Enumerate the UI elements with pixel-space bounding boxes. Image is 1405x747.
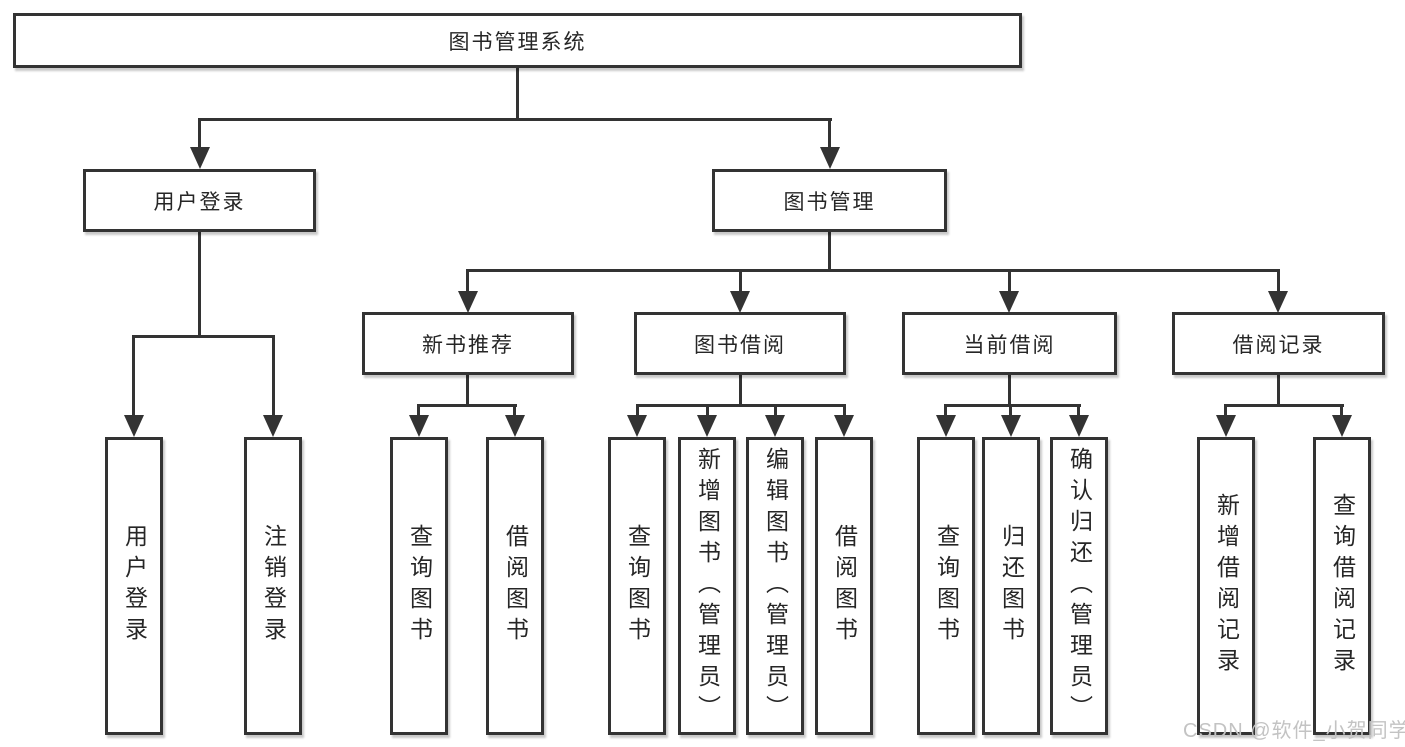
leaf-bb-borrow-books: 借阅图书	[815, 437, 873, 735]
connector-root-to-user-login	[198, 118, 201, 150]
connector-user-login-stem	[198, 232, 201, 338]
connector-to-leaf-bb-query	[636, 404, 639, 417]
arrowhead-leaf-logout	[263, 415, 283, 437]
connector-to-leaf-nb-borrow	[513, 404, 516, 417]
arrowhead-leaf-nb-borrow	[505, 415, 525, 437]
connector-to-leaf-bb-add	[706, 404, 709, 417]
leaf-cb-confirm-return-admin-label: 确认归还（管理员）	[1066, 446, 1093, 726]
leaf-logout-login: 注销登录	[244, 437, 302, 735]
node-book-borrowing-label: 图书借阅	[694, 333, 786, 357]
leaf-nb-borrow-books-label: 借阅图书	[502, 524, 529, 648]
node-book-management: 图书管理	[712, 169, 947, 232]
connector-book-management-bar	[466, 269, 1280, 272]
leaf-cb-confirm-return-admin: 确认归还（管理员）	[1050, 437, 1108, 735]
leaf-cb-query-books: 查询图书	[917, 437, 975, 735]
arrowhead-leaf-br-query	[1332, 415, 1352, 437]
node-current-borrowing-label: 当前借阅	[963, 333, 1056, 357]
connector-to-leaf-cb-return	[1009, 404, 1012, 417]
arrowhead-new-book	[458, 291, 478, 313]
leaf-bb-query-books: 查询图书	[608, 437, 666, 735]
node-book-borrowing: 图书借阅	[634, 312, 846, 375]
connector-current-borrowing-stem	[1008, 375, 1011, 406]
connector-borrowing-records-stem	[1277, 375, 1280, 406]
connector-to-leaf-bb-edit	[774, 404, 777, 417]
arrowhead-leaf-cb-confirm	[1069, 415, 1089, 437]
connector-current-borrowing-bar	[945, 404, 1081, 407]
connector-to-borrowing-records	[1277, 269, 1280, 293]
arrowhead-leaf-nb-query	[409, 415, 429, 437]
leaf-logout-login-label: 注销登录	[260, 524, 287, 648]
connector-to-leaf-logout	[272, 335, 275, 417]
leaf-br-add-record: 新增借阅记录	[1197, 437, 1255, 735]
leaf-br-query-record: 查询借阅记录	[1313, 437, 1371, 735]
connector-root-bar	[198, 118, 832, 121]
leaf-nb-query-books-label: 查询图书	[406, 524, 433, 648]
connector-to-new-book	[466, 269, 469, 293]
connector-to-book-borrowing	[739, 269, 742, 293]
arrowhead-current-borrowing	[999, 291, 1019, 313]
connector-root-stem	[516, 68, 519, 120]
arrowhead-leaf-bb-query	[627, 415, 647, 437]
arrowhead-leaf-bb-borrow	[834, 415, 854, 437]
leaf-bb-query-books-label: 查询图书	[624, 524, 651, 648]
leaf-bb-edit-books-admin-label: 编辑图书（管理员）	[762, 446, 789, 726]
node-borrowing-records: 借阅记录	[1172, 312, 1385, 375]
leaf-bb-edit-books-admin: 编辑图书（管理员）	[746, 437, 804, 735]
arrowhead-borrowing-records	[1268, 291, 1288, 313]
node-book-management-label: 图书管理	[783, 190, 876, 214]
connector-root-to-book-management	[828, 118, 831, 150]
leaf-cb-return-books-label: 归还图书	[998, 524, 1025, 648]
connector-to-leaf-cb-query	[944, 404, 947, 417]
connector-to-leaf-cb-confirm	[1077, 404, 1080, 417]
leaf-bb-add-books-admin: 新增图书（管理员）	[678, 437, 736, 735]
connector-to-leaf-bb-borrow	[843, 404, 846, 417]
node-root-label: 图书管理系统	[448, 30, 587, 54]
arrowhead-leaf-cb-return	[1001, 415, 1021, 437]
arrowhead-leaf-user-login	[124, 415, 144, 437]
connector-to-leaf-nb-query	[417, 404, 420, 417]
node-user-login: 用户登录	[83, 169, 316, 232]
connector-new-book-bar	[418, 404, 517, 407]
connector-borrowing-records-bar	[1224, 404, 1344, 407]
arrowhead-user-login	[190, 147, 210, 169]
leaf-cb-query-books-label: 查询图书	[933, 524, 960, 648]
arrowhead-leaf-cb-query	[936, 415, 956, 437]
connector-to-leaf-br-query	[1340, 404, 1343, 417]
leaf-bb-add-books-admin-label: 新增图书（管理员）	[694, 446, 721, 726]
connector-book-borrowing-bar	[636, 404, 846, 407]
node-borrowing-records-label: 借阅记录	[1232, 333, 1325, 357]
leaf-cb-return-books: 归还图书	[982, 437, 1040, 735]
arrowhead-book-borrowing	[730, 291, 750, 313]
node-new-book-recommendation-label: 新书推荐	[422, 333, 514, 357]
node-new-book-recommendation: 新书推荐	[362, 312, 574, 375]
arrowhead-book-management	[820, 147, 840, 169]
connector-book-borrowing-stem	[739, 375, 742, 406]
arrowhead-leaf-bb-edit	[765, 415, 785, 437]
connector-to-current-borrowing	[1008, 269, 1011, 293]
node-current-borrowing: 当前借阅	[902, 312, 1117, 375]
connector-to-leaf-user-login	[132, 335, 135, 417]
node-root-library-management-system: 图书管理系统	[13, 13, 1022, 68]
connector-new-book-stem	[466, 375, 469, 406]
leaf-bb-borrow-books-label: 借阅图书	[831, 524, 858, 648]
leaf-user-login-label: 用户登录	[121, 524, 148, 648]
connector-book-management-stem	[828, 232, 831, 272]
connector-user-login-bar	[133, 335, 275, 338]
leaf-br-add-record-label: 新增借阅记录	[1213, 493, 1240, 679]
leaf-nb-query-books: 查询图书	[390, 437, 448, 735]
arrowhead-leaf-br-add	[1216, 415, 1236, 437]
csdn-watermark: CSDN @软件_小贺同学	[1183, 720, 1405, 742]
leaf-user-login: 用户登录	[105, 437, 163, 735]
arrowhead-leaf-bb-add	[697, 415, 717, 437]
leaf-br-query-record-label: 查询借阅记录	[1329, 493, 1356, 679]
leaf-nb-borrow-books: 借阅图书	[486, 437, 544, 735]
node-user-login-label: 用户登录	[153, 190, 246, 214]
connector-to-leaf-br-add	[1224, 404, 1227, 417]
